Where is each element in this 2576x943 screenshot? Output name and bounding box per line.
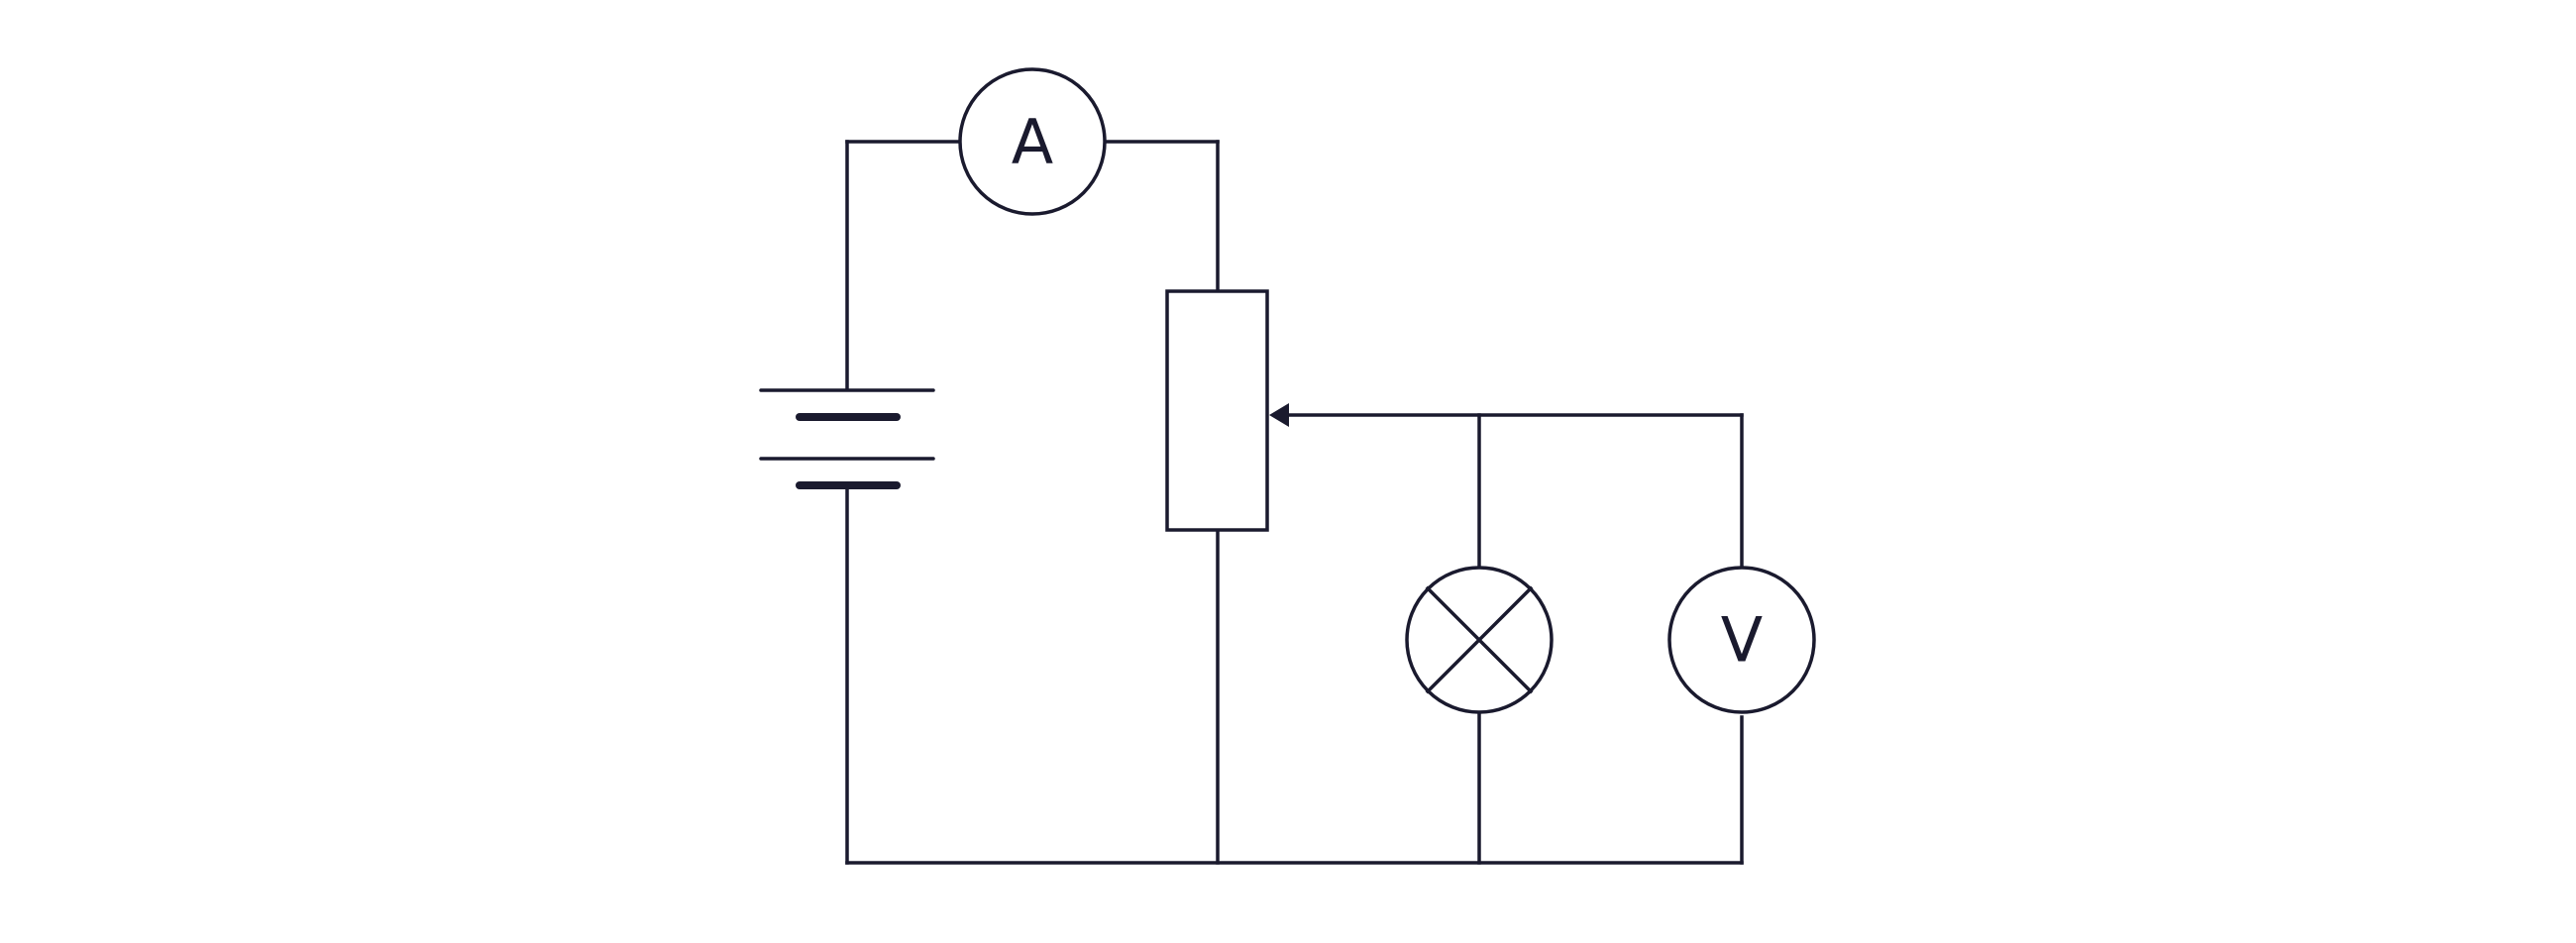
ammeter-label: A <box>1012 106 1053 178</box>
voltmeter-circle <box>1667 566 1816 714</box>
ammeter-icon: A <box>958 67 1107 216</box>
lamp-icon <box>1405 566 1554 714</box>
potentiometer-icon <box>1165 289 1289 532</box>
voltmeter-label: V <box>1721 604 1763 677</box>
wires <box>845 140 1744 865</box>
slider-arrowhead <box>1269 403 1289 427</box>
potentiometer-body <box>1165 289 1269 532</box>
voltmeter-icon: V <box>1667 566 1816 714</box>
ammeter-circle <box>958 67 1107 216</box>
lamp-cross-2 <box>1425 585 1534 694</box>
battery-icon <box>759 388 935 489</box>
